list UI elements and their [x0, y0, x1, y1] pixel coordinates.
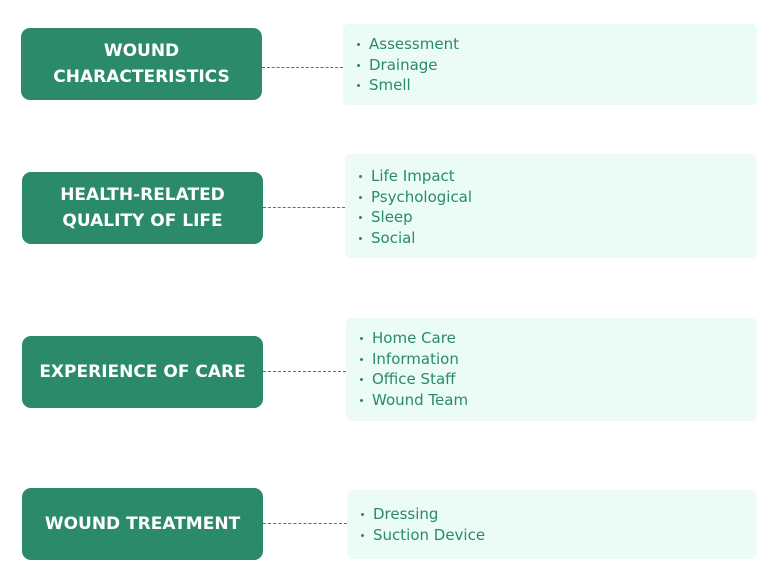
connector-line [263, 207, 345, 208]
connector-line [263, 371, 346, 372]
list-item: Wound Team [346, 390, 757, 411]
items-panel-wound-treatment: Dressing Suction Device [347, 490, 757, 559]
bullet-icon [357, 63, 360, 67]
items-panel-wound-characteristics: Assessment Drainage Smell [343, 24, 757, 105]
bullet-icon [359, 195, 362, 199]
list-item: Dressing [347, 504, 757, 525]
category-wound-treatment: WOUND TREATMENT [22, 488, 263, 560]
bullet-icon [360, 337, 363, 340]
items-list: Life Impact Psychological Sleep Social [345, 166, 757, 248]
list-item: Drainage [343, 55, 757, 76]
item-label: Assessment [369, 35, 459, 53]
item-label: Wound Team [372, 390, 469, 409]
list-item: Suction Device [347, 525, 757, 546]
items-list: Home Care Information Office Staff Wound… [346, 328, 757, 410]
items-list: Dressing Suction Device [347, 504, 757, 545]
list-item: Office Staff [346, 369, 757, 390]
bullet-icon [357, 84, 360, 87]
list-item: Social [345, 228, 757, 249]
category-experience-of-care: EXPERIENCE OF CARE [22, 336, 263, 408]
list-item: Information [346, 349, 757, 370]
item-label: Psychological [371, 187, 473, 206]
bullet-icon [359, 175, 362, 178]
bullet-icon [361, 533, 364, 537]
item-label: Suction Device [373, 525, 486, 544]
bullet-icon [361, 513, 364, 516]
list-item: Smell [343, 75, 757, 96]
bullet-icon [357, 43, 360, 46]
bullet-icon [360, 378, 363, 381]
item-label: Life Impact [371, 167, 455, 185]
items-panel-health-related-quality-of-life: Life Impact Psychological Sleep Social [345, 154, 757, 258]
item-label: Sleep [371, 208, 413, 226]
bullet-icon [360, 398, 363, 402]
connector-line [263, 523, 347, 524]
category-wound-characteristics: WOUND CHARACTERISTICS [21, 28, 262, 100]
bullet-icon [360, 357, 363, 361]
list-item: Sleep [345, 207, 757, 228]
list-item: Home Care [346, 328, 757, 349]
connector-line [262, 67, 343, 68]
item-label: Office Staff [372, 370, 456, 388]
item-label: Smell [369, 76, 411, 94]
list-item: Life Impact [345, 166, 757, 187]
list-item: Psychological [345, 187, 757, 208]
items-list: Assessment Drainage Smell [343, 34, 757, 96]
items-panel-experience-of-care: Home Care Information Office Staff Wound… [346, 318, 757, 421]
bullet-icon [359, 216, 362, 219]
category-health-related-quality-of-life: HEALTH-RELATED QUALITY OF LIFE [22, 172, 263, 244]
item-label: Dressing [373, 505, 439, 523]
item-label: Home Care [372, 329, 456, 347]
list-item: Assessment [343, 34, 757, 55]
item-label: Information [372, 349, 459, 368]
item-label: Social [371, 228, 416, 247]
item-label: Drainage [369, 55, 438, 74]
bullet-icon [359, 236, 362, 240]
